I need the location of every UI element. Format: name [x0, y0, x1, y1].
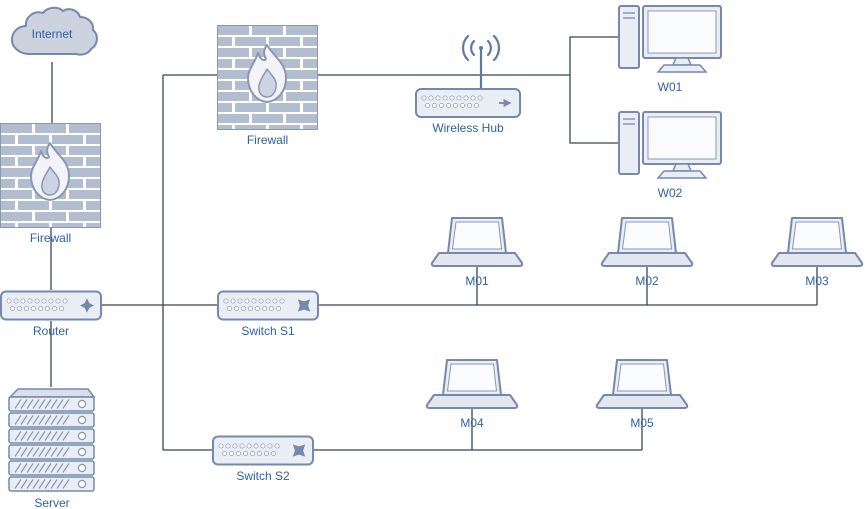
node-m02[interactable]: M02	[600, 217, 694, 288]
laptop-icon	[425, 359, 519, 413]
node-firewall-left[interactable]: Firewall	[0, 123, 101, 245]
switch-icon	[217, 290, 319, 321]
firewall-icon	[0, 123, 101, 228]
node-m03[interactable]: M03	[770, 217, 864, 288]
laptop-icon	[595, 359, 689, 413]
node-switch-s2[interactable]: Switch S2	[212, 435, 314, 483]
router-icon	[0, 290, 102, 321]
node-label: M05	[630, 416, 654, 430]
node-label: M03	[805, 274, 829, 288]
node-w01[interactable]: W01	[618, 5, 722, 94]
edge-hub-w02	[569, 75, 619, 144]
node-m05[interactable]: M05	[595, 359, 689, 430]
node-firewall-top[interactable]: Firewall	[217, 25, 318, 147]
node-server[interactable]: Server	[7, 387, 97, 509]
firewall-icon	[217, 25, 318, 130]
node-label: W02	[657, 186, 683, 200]
node-label: W01	[657, 80, 683, 94]
node-m01[interactable]: M01	[430, 217, 524, 288]
node-label: Router	[32, 324, 70, 338]
edge-router-trunk	[102, 75, 164, 450]
switch-icon	[212, 435, 314, 466]
node-m04[interactable]: M04	[425, 359, 519, 430]
node-label: M01	[465, 274, 489, 288]
desktop-icon	[618, 5, 722, 77]
server-icon	[7, 387, 97, 493]
node-label: M04	[460, 416, 484, 430]
node-w02[interactable]: W02	[618, 111, 722, 200]
node-label: Firewall	[29, 231, 72, 245]
node-label: Internet	[31, 27, 73, 41]
node-label: Wireless Hub	[432, 121, 504, 135]
node-internet[interactable]: Internet	[6, 6, 98, 62]
node-switch-s1[interactable]: Switch S1	[217, 290, 319, 338]
node-label: Switch S1	[241, 324, 295, 338]
laptop-icon	[600, 217, 694, 271]
node-router[interactable]: Router	[0, 290, 102, 338]
node-label: Switch S2	[236, 469, 290, 483]
node-wireless-hub[interactable]: Wireless Hub	[415, 32, 521, 135]
node-label: Server	[34, 496, 70, 509]
desktop-icon	[618, 111, 722, 183]
laptop-icon	[430, 217, 524, 271]
laptop-icon	[770, 217, 864, 271]
wireless-hub-icon	[415, 32, 521, 118]
edge-hub-w01	[569, 36, 619, 75]
node-label: Firewall	[246, 133, 289, 147]
node-label: M02	[635, 274, 659, 288]
